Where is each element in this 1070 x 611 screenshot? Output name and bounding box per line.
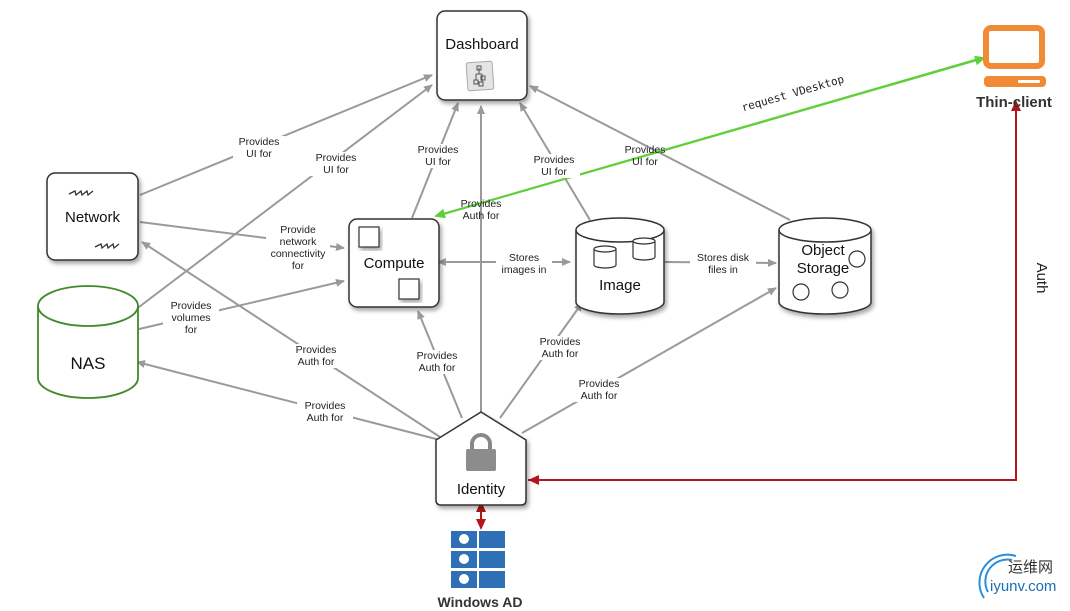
label-stores-images: Stores images in [496,252,552,276]
label-objstore-ui: Provides UI for [624,144,666,168]
object-storage-title-2: Storage [796,260,850,277]
network-title: Network [64,209,120,226]
lightning-icon [94,242,120,250]
watermark-logo-icon [978,553,1017,599]
compute-title: Compute [363,255,425,272]
thin-client-node[interactable] [983,25,1046,87]
lightning-icon [68,189,94,197]
edge-identity-objstore [521,287,777,434]
label-network-ui: Provides UI for [233,136,285,160]
nas-node[interactable] [37,285,139,399]
label-image-ui: Provides UI for [528,154,580,178]
lock-icon [466,433,496,471]
label-image-auth: Provides Auth for [532,336,588,360]
windows-ad-title: Windows AD [437,594,523,610]
edge-network-dashboard [139,74,433,196]
nas-title: NAS [70,354,106,373]
object-storage-title-1: Object [801,242,845,259]
label-dashboard-auth: Provides Auth for [460,198,502,222]
thin-client-title: Thin-client [976,94,1052,111]
label-network-connectivity: Provide network connectivity for [266,224,330,272]
image-node[interactable] [575,217,665,315]
compute-node[interactable] [348,218,440,308]
watermark-domain: iyunv.com [990,578,1057,595]
edge-identity-network [141,241,441,438]
disk-icon [593,237,656,269]
edge-nas-dashboard [134,84,433,311]
label-objstore-auth: Provides Auth for [571,378,627,402]
object-storage-node[interactable] [778,217,872,315]
network-node[interactable] [46,172,139,261]
label-auth: Auth [1033,262,1050,294]
edge-compute-thinclient [439,55,986,216]
server-icon [358,226,420,300]
identity-node[interactable] [435,411,527,506]
image-title: Image [599,277,641,294]
edge-identity-nas [136,360,441,441]
label-volumes: Provides volumes for [163,300,219,336]
label-nas-ui: Provides UI for [310,152,362,176]
object-icon [792,250,866,301]
windows-ad-node[interactable] [451,531,505,588]
edge-objstore-dashboard [529,85,791,221]
label-compute-auth: Provides Auth for [409,350,465,374]
label-compute-ui: Provides UI for [412,144,464,168]
label-nas-auth: Provides Auth for [297,400,353,424]
identity-title: Identity [456,481,506,498]
sitemap-icon [465,60,495,92]
label-network-auth: Provides Auth for [288,344,344,368]
watermark-cn: 运维网 [1008,559,1054,576]
edge-identity-image [499,302,583,419]
label-stores-disk: Stores disk files in [690,252,756,276]
dashboard-title: Dashboard [445,36,519,53]
dashboard-node[interactable] [436,10,528,101]
